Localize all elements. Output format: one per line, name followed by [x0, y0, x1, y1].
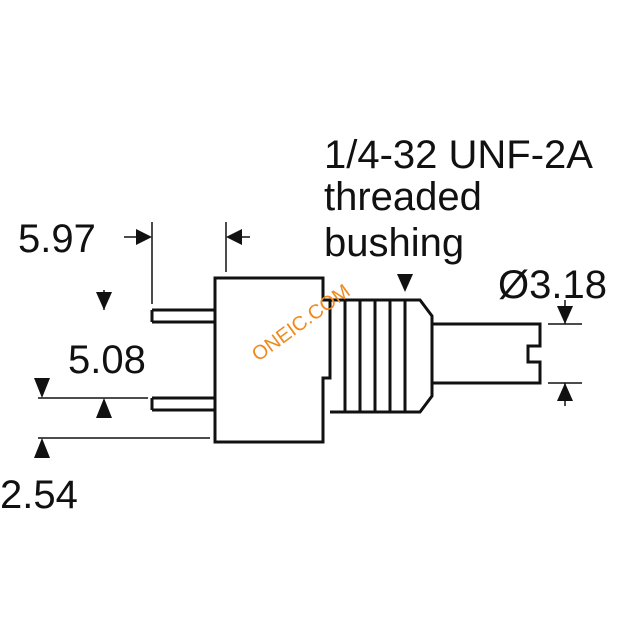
thread-spec: 1/4-32 UNF-2A — [324, 133, 593, 177]
lower-pin — [150, 396, 215, 412]
arrow-508-bottom — [96, 398, 112, 418]
dimension-254: 2.54 — [0, 473, 78, 517]
arrow-597-left — [136, 229, 152, 245]
dimension-508: 5.08 — [68, 338, 146, 382]
arrow-thread — [397, 274, 413, 292]
switch-body — [213, 276, 332, 444]
dimension-597: 5.97 — [18, 217, 96, 261]
upper-pin — [150, 308, 215, 324]
thread-label-bushing: bushing — [324, 221, 464, 265]
bushing-threads — [343, 300, 407, 412]
watermark: ONEIC.COM — [248, 280, 354, 366]
arrow-508-top — [34, 378, 50, 398]
thread-label-threaded: threaded — [324, 175, 482, 219]
actuator-shaft — [432, 322, 542, 385]
arrow-254 — [34, 438, 50, 458]
arrow-597-right — [226, 229, 242, 245]
dimension-318: Ø3.18 — [498, 263, 607, 307]
